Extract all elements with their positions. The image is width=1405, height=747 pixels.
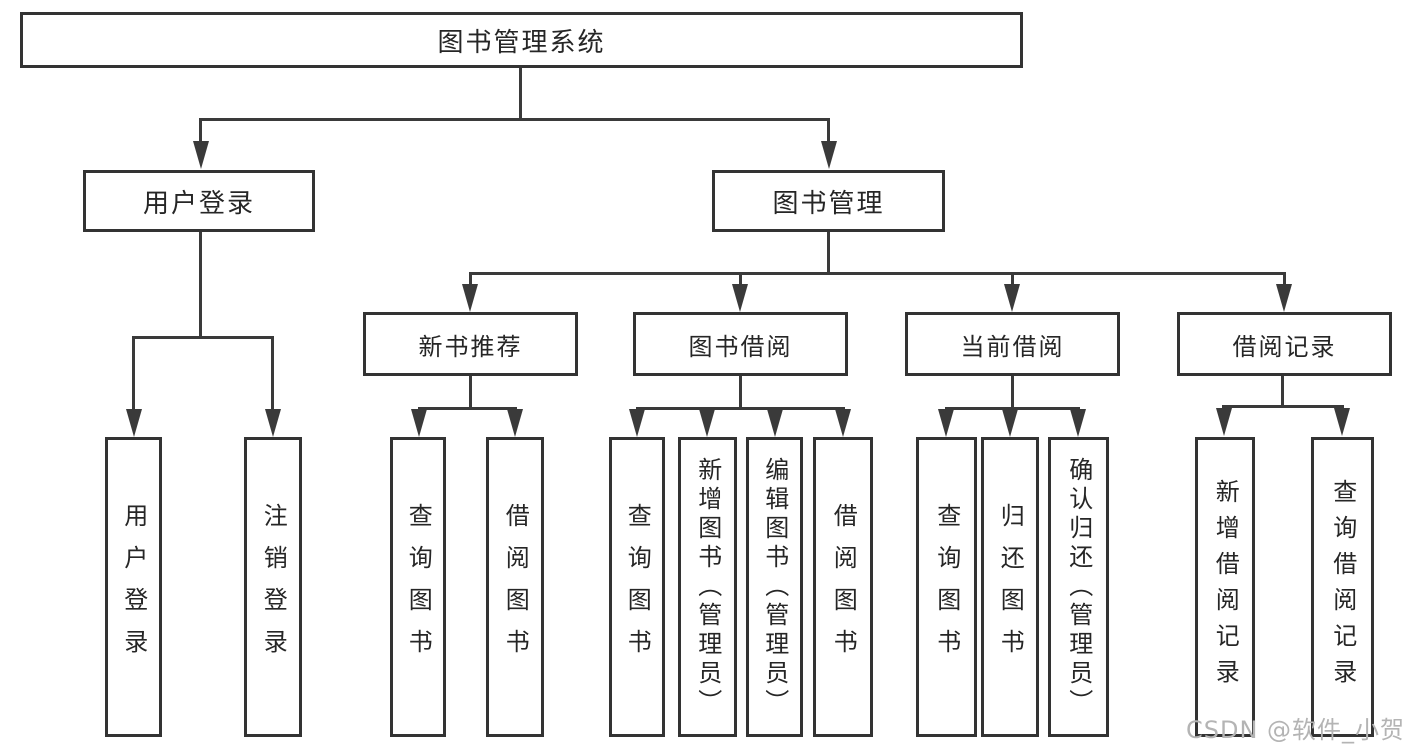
- leaf-add-borrow-record-label: 新增借阅记录: [1211, 479, 1240, 695]
- node-new-book-recommend-label: 新书推荐: [418, 332, 523, 361]
- leaf-user-login: 用户登录: [105, 437, 162, 737]
- node-user-login-label: 用户登录: [142, 188, 255, 219]
- leaf-add-borrow-record: 新增借阅记录: [1195, 437, 1255, 737]
- connector: [469, 272, 1286, 275]
- node-borrow-records: 借阅记录: [1177, 312, 1392, 376]
- leaf-edit-books-admin-label: 编辑图书（管理员）: [760, 456, 789, 718]
- leaf-borrow-books-label: 借阅图书: [829, 503, 858, 671]
- arrowhead-down-icon: [699, 409, 715, 437]
- connector: [827, 118, 830, 144]
- leaf-borrow-books-recommend: 借阅图书: [486, 437, 544, 737]
- arrowhead-down-icon: [411, 409, 427, 437]
- arrowhead-down-icon: [507, 409, 523, 437]
- leaf-borrow-books-recommend-label: 借阅图书: [501, 503, 530, 671]
- leaf-query-borrow-record: 查询借阅记录: [1311, 437, 1374, 737]
- node-current-borrow: 当前借阅: [905, 312, 1120, 376]
- arrowhead-down-icon: [1216, 408, 1232, 436]
- connector: [739, 272, 742, 286]
- connector: [945, 407, 1080, 410]
- arrowhead-down-icon: [732, 284, 748, 312]
- arrowhead-down-icon: [1070, 409, 1086, 437]
- leaf-query-books-current-label: 查询图书: [932, 503, 961, 671]
- leaf-add-books-admin: 新增图书（管理员）: [678, 437, 737, 737]
- leaf-add-books-admin-label: 新增图书（管理员）: [693, 456, 722, 718]
- arrowhead-down-icon: [1004, 284, 1020, 312]
- leaf-query-books-borrow-label: 查询图书: [623, 503, 652, 671]
- node-book-borrow: 图书借阅: [633, 312, 848, 376]
- arrowhead-down-icon: [835, 409, 851, 437]
- node-root-label: 图书管理系统: [437, 27, 606, 58]
- leaf-user-login-label: 用户登录: [119, 503, 148, 671]
- leaf-query-books-recommend-label: 查询图书: [404, 503, 433, 671]
- connector: [827, 232, 830, 272]
- node-borrow-records-label: 借阅记录: [1232, 332, 1337, 361]
- leaf-edit-books-admin: 编辑图书（管理员）: [746, 437, 803, 737]
- arrowhead-down-icon: [821, 141, 837, 169]
- arrowhead-down-icon: [1334, 408, 1350, 436]
- leaf-confirm-return-admin-label: 确认归还（管理员）: [1064, 456, 1093, 718]
- leaf-return-books-label: 归还图书: [996, 503, 1025, 671]
- leaf-logout-label: 注销登录: [259, 503, 288, 671]
- connector: [199, 118, 202, 144]
- csdn-watermark: CSDN @软件_小贺同学: [1186, 716, 1405, 744]
- arrowhead-down-icon: [1276, 284, 1292, 312]
- arrowhead-down-icon: [629, 409, 645, 437]
- node-book-management-module: 图书管理: [712, 170, 945, 232]
- node-book-borrow-label: 图书借阅: [688, 332, 793, 361]
- connector: [469, 272, 472, 286]
- connector: [271, 336, 274, 410]
- connector: [1011, 376, 1014, 407]
- node-root-system: 图书管理系统: [20, 12, 1023, 68]
- connector: [1281, 376, 1284, 406]
- arrowhead-down-icon: [938, 409, 954, 437]
- leaf-query-borrow-record-label: 查询借阅记录: [1328, 479, 1357, 695]
- connector: [469, 376, 472, 407]
- node-book-management-label: 图书管理: [772, 188, 885, 219]
- leaf-logout: 注销登录: [244, 437, 302, 737]
- leaf-return-books: 归还图书: [981, 437, 1039, 737]
- connector: [132, 336, 135, 410]
- arrowhead-down-icon: [265, 409, 281, 437]
- arrowhead-down-icon: [126, 409, 142, 437]
- leaf-query-books-current: 查询图书: [916, 437, 977, 737]
- leaf-confirm-return-admin: 确认归还（管理员）: [1048, 437, 1109, 737]
- connector: [199, 232, 202, 336]
- arrowhead-down-icon: [193, 141, 209, 169]
- arrowhead-down-icon: [1002, 409, 1018, 437]
- connector: [519, 68, 522, 118]
- node-user-login-module: 用户登录: [83, 170, 315, 232]
- connector: [418, 407, 517, 410]
- connector: [199, 118, 830, 121]
- leaf-query-books-recommend: 查询图书: [390, 437, 446, 737]
- leaf-query-books-borrow: 查询图书: [609, 437, 665, 737]
- connector: [1283, 272, 1286, 286]
- connector: [739, 376, 742, 407]
- node-current-borrow-label: 当前借阅: [960, 332, 1065, 361]
- node-new-book-recommend: 新书推荐: [363, 312, 578, 376]
- connector: [636, 407, 845, 410]
- arrowhead-down-icon: [462, 284, 478, 312]
- connector: [1222, 405, 1344, 408]
- connector: [1011, 272, 1014, 286]
- leaf-borrow-books: 借阅图书: [813, 437, 873, 737]
- arrowhead-down-icon: [767, 409, 783, 437]
- connector: [132, 336, 274, 339]
